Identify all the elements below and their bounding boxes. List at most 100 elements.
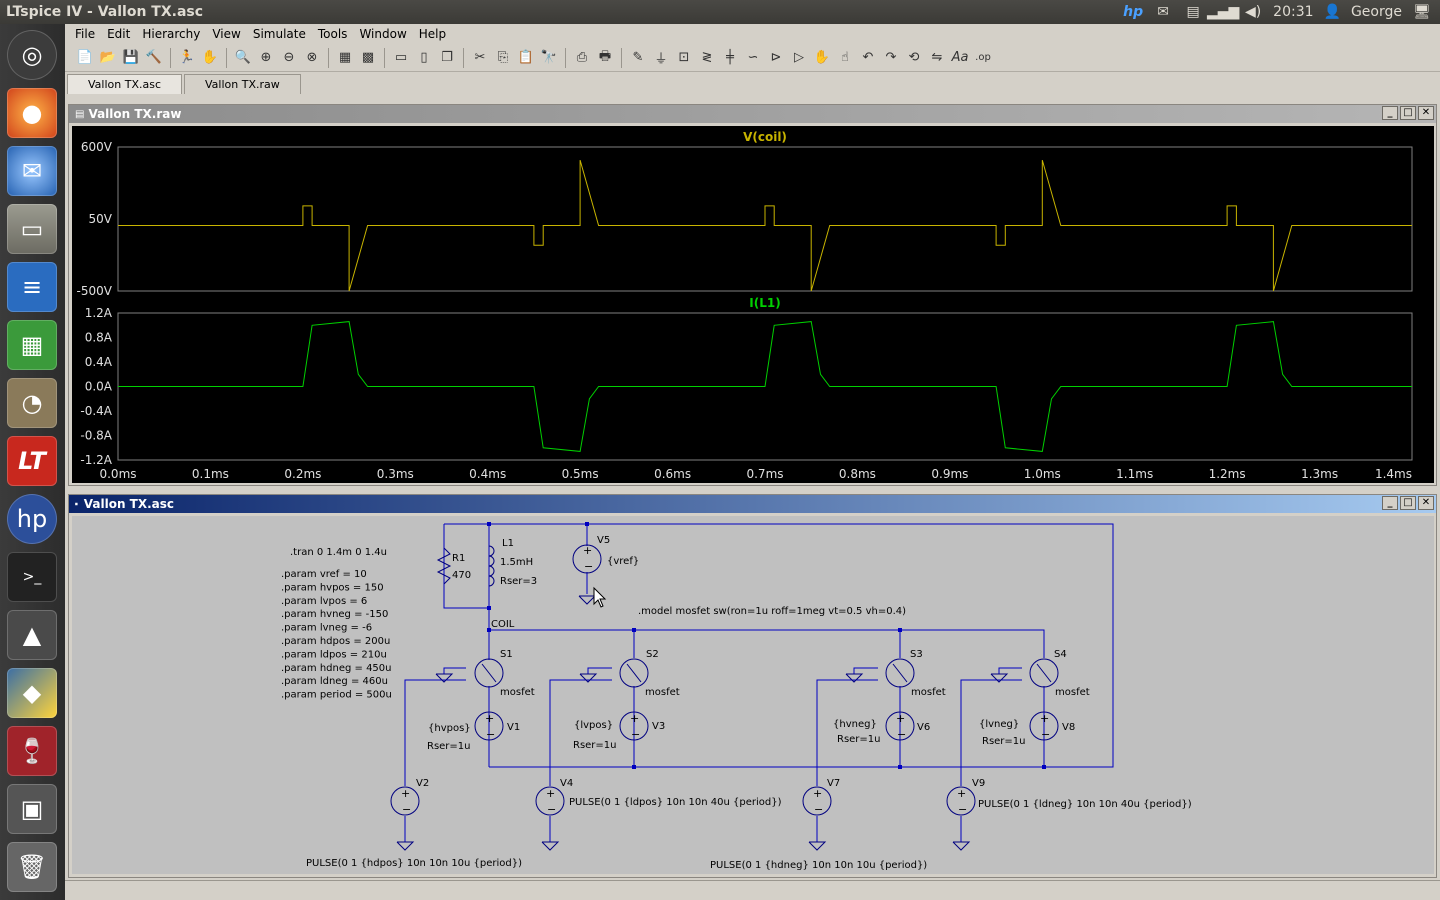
trace-il1[interactable] bbox=[118, 321, 1412, 452]
cut-icon[interactable]: ✂ bbox=[474, 50, 486, 65]
undo-icon[interactable]: ↶ bbox=[862, 50, 874, 65]
tile-horizontal-icon[interactable]: ▭ bbox=[394, 50, 408, 65]
v2-pulse[interactable]: PULSE(0 1 {hdpos} 10n 10n 10u {period}) bbox=[306, 858, 522, 869]
menu-simulate[interactable]: Simulate bbox=[252, 27, 306, 41]
open-icon[interactable]: 📂 bbox=[99, 50, 117, 65]
save-icon[interactable]: 💾 bbox=[122, 50, 140, 65]
ground-icon[interactable]: ⏚ bbox=[654, 52, 668, 67]
pane2-title[interactable]: I(L1) bbox=[749, 296, 780, 310]
control-panel-icon[interactable]: 🔨 bbox=[145, 50, 163, 65]
grid-icon[interactable]: ▩ bbox=[361, 50, 375, 65]
print-setup-icon[interactable]: ⎙ bbox=[576, 50, 588, 65]
schematic-svg[interactable]: +− +− +− +− +− +− +− +− +− .tran 0 1.4m … bbox=[72, 516, 1434, 874]
cascade-icon[interactable]: ❐ bbox=[441, 50, 453, 65]
r1-label[interactable]: R1 bbox=[452, 553, 465, 564]
move-icon[interactable]: ✋ bbox=[813, 50, 831, 65]
spice-directive[interactable]: .param period = 500u bbox=[281, 690, 392, 701]
spice-directive-icon[interactable]: .op bbox=[975, 52, 991, 63]
v3-label[interactable]: V3 bbox=[652, 721, 665, 732]
v4-label[interactable]: V4 bbox=[560, 778, 573, 789]
menu-edit[interactable]: Edit bbox=[107, 27, 131, 41]
menu-tools[interactable]: Tools bbox=[317, 27, 348, 41]
v6-rser[interactable]: Rser=1u bbox=[837, 734, 881, 745]
s3-label[interactable]: S3 bbox=[910, 649, 923, 660]
v1-rser[interactable]: Rser=1u bbox=[427, 741, 471, 752]
minimize-button[interactable]: _ bbox=[1382, 496, 1398, 510]
v3-value[interactable]: {lvpos} bbox=[574, 720, 613, 731]
mirror-icon[interactable]: ⇋ bbox=[931, 50, 943, 65]
v1-value[interactable]: {hvpos} bbox=[428, 723, 471, 734]
v5-value[interactable]: {vref} bbox=[607, 556, 639, 567]
mail-icon[interactable]: ✉ bbox=[1157, 4, 1170, 20]
spice-directive[interactable]: .param vref = 10 bbox=[281, 569, 367, 580]
v9-pulse[interactable]: PULSE(0 1 {ldneg} 10n 10n 40u {period}) bbox=[978, 799, 1192, 810]
pan-icon[interactable]: ⊕ bbox=[260, 50, 272, 65]
label-net-icon[interactable]: ⊡ bbox=[678, 50, 690, 65]
s1-model[interactable]: mosfet bbox=[500, 687, 535, 698]
spice-directive[interactable]: .param hdneg = 450u bbox=[281, 663, 392, 674]
l1-label[interactable]: L1 bbox=[502, 538, 514, 549]
component-icon[interactable]: ▷ bbox=[794, 50, 804, 65]
inductor-icon[interactable]: ∽ bbox=[747, 50, 759, 65]
inkscape-icon[interactable]: ▲ bbox=[7, 610, 57, 660]
wine-icon[interactable]: 🍷 bbox=[7, 726, 57, 776]
pane1-title[interactable]: V(coil) bbox=[743, 130, 787, 144]
copy-icon[interactable]: ⎘ bbox=[497, 50, 509, 65]
spice-directive[interactable]: .param lvpos = 6 bbox=[281, 596, 367, 607]
menu-view[interactable]: View bbox=[212, 27, 241, 41]
writer-icon[interactable]: ≡ bbox=[7, 262, 57, 312]
maximize-button[interactable]: □ bbox=[1400, 106, 1416, 120]
spice-directive[interactable]: .param ldpos = 210u bbox=[281, 649, 387, 660]
v6-label[interactable]: V6 bbox=[917, 722, 930, 733]
hp-app-icon[interactable]: hp bbox=[7, 494, 57, 544]
s4-label[interactable]: S4 bbox=[1054, 649, 1067, 660]
s1-label[interactable]: S1 bbox=[500, 649, 513, 660]
zoom-out-icon[interactable]: ⊖ bbox=[283, 50, 295, 65]
diode-icon[interactable]: ⊳ bbox=[770, 50, 782, 65]
l1-rser[interactable]: Rser=3 bbox=[500, 576, 537, 587]
menu-hierarchy[interactable]: Hierarchy bbox=[142, 27, 201, 41]
new-schematic-icon[interactable]: 📄 bbox=[76, 50, 94, 65]
v3-rser[interactable]: Rser=1u bbox=[573, 740, 617, 751]
s4-model[interactable]: mosfet bbox=[1055, 687, 1090, 698]
model-directive[interactable]: .model mosfet sw(ron=1u roff=1meg vt=0.5… bbox=[638, 606, 906, 617]
redo-icon[interactable]: ↷ bbox=[885, 50, 897, 65]
waveform-svg[interactable]: V(coil) 600V 50V -500V I(L1) 1.2A0.8A0.4… bbox=[72, 126, 1434, 483]
schematic-window-titlebar[interactable]: ⬝ Vallon TX.asc _ □ ✕ bbox=[69, 495, 1436, 513]
s2-model[interactable]: mosfet bbox=[645, 687, 680, 698]
spice-directive[interactable]: .param hvpos = 150 bbox=[281, 582, 384, 593]
user-name[interactable]: George bbox=[1350, 4, 1402, 20]
files-icon[interactable]: ▭ bbox=[7, 204, 57, 254]
calc-icon[interactable]: ▦ bbox=[7, 320, 57, 370]
dash-icon[interactable]: ◎ bbox=[7, 30, 57, 80]
run-icon[interactable]: 🏃 bbox=[178, 50, 196, 65]
v2-label[interactable]: V2 bbox=[416, 778, 429, 789]
tab-schematic[interactable]: Vallon TX.asc bbox=[67, 74, 182, 94]
spice-directive[interactable]: .param hvneg = -150 bbox=[281, 609, 388, 620]
v6-value[interactable]: {hvneg} bbox=[833, 719, 877, 730]
volume-icon[interactable]: ◀) bbox=[1245, 4, 1262, 20]
r1-value[interactable]: 470 bbox=[452, 570, 471, 581]
clock[interactable]: 20:31 bbox=[1273, 4, 1314, 20]
drag-icon[interactable]: ☝ bbox=[841, 50, 849, 65]
halt-icon[interactable]: ✋ bbox=[201, 50, 219, 65]
zoom-fit-icon[interactable]: ⊗ bbox=[306, 50, 318, 65]
v1-label[interactable]: V1 bbox=[507, 722, 520, 733]
v8-rser[interactable]: Rser=1u bbox=[982, 736, 1026, 747]
v7-pulse[interactable]: PULSE(0 1 {hdneg} 10n 10n 10u {period}) bbox=[710, 860, 927, 871]
session-icon[interactable]: 🖥 bbox=[1413, 4, 1431, 20]
coil-net-label[interactable]: COIL bbox=[491, 619, 515, 630]
zoom-in-icon[interactable]: 🔍 bbox=[234, 50, 252, 65]
firefox-icon[interactable]: ● bbox=[7, 88, 57, 138]
paste-icon[interactable]: 📋 bbox=[517, 50, 535, 65]
print-icon[interactable]: 🖶 bbox=[598, 48, 612, 64]
rotate-icon[interactable]: ⟲ bbox=[908, 50, 920, 65]
thunderbird-icon[interactable]: ✉ bbox=[7, 146, 57, 196]
waveform-window-titlebar[interactable]: ▤ Vallon TX.raw _ □ ✕ bbox=[69, 105, 1436, 123]
trace-vcoil[interactable] bbox=[118, 159, 1412, 292]
menu-file[interactable]: File bbox=[75, 27, 96, 41]
terminal-icon[interactable]: >_ bbox=[7, 552, 57, 602]
trash-icon[interactable]: 🗑 bbox=[7, 842, 57, 892]
autorange-icon[interactable]: ▦ bbox=[338, 50, 352, 65]
close-button[interactable]: ✕ bbox=[1418, 106, 1434, 120]
